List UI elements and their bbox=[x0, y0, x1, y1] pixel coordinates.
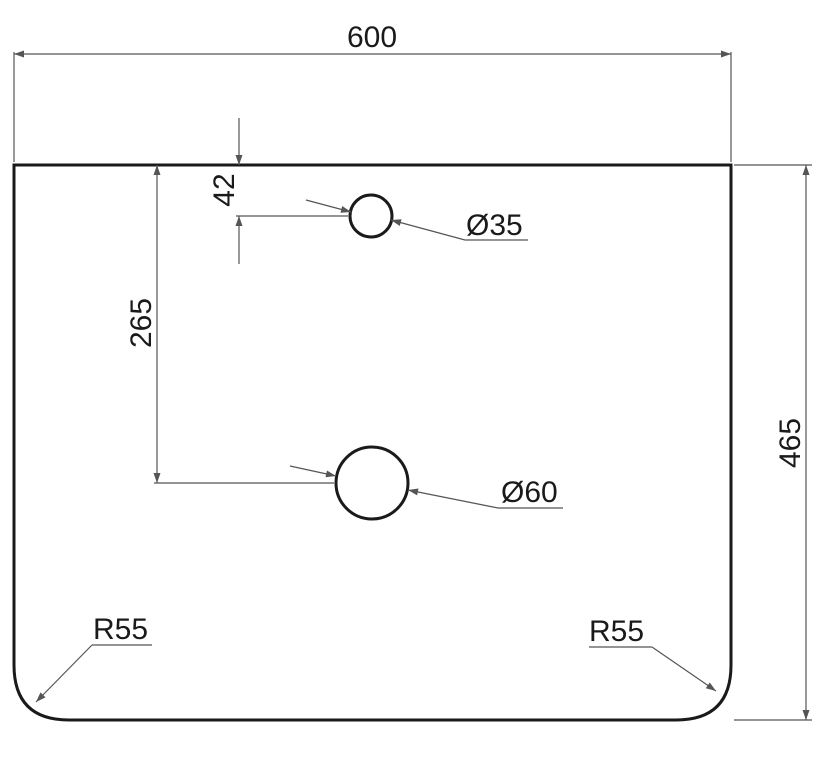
large-hole-diameter-callout: Ø60 bbox=[289, 465, 563, 509]
left-radius-callout: R55 bbox=[35, 613, 152, 703]
offset-small-hole-label: 42 bbox=[208, 173, 241, 206]
offset-large-hole-dimension: 265 bbox=[125, 165, 334, 484]
right-radius-label: R55 bbox=[589, 615, 644, 648]
small-hole-diameter-label: Ø35 bbox=[466, 209, 523, 242]
large-hole-diameter-label: Ø60 bbox=[501, 476, 558, 509]
small-hole bbox=[348, 193, 394, 239]
offset-large-hole-label: 265 bbox=[125, 298, 158, 348]
offset-small-hole-dimension: 42 bbox=[208, 118, 348, 264]
height-label: 465 bbox=[774, 418, 807, 468]
basin-outline bbox=[12, 163, 733, 722]
right-radius-callout: R55 bbox=[589, 615, 717, 692]
width-dimension: 600 bbox=[13, 21, 732, 162]
large-hole bbox=[334, 445, 410, 521]
left-radius-label: R55 bbox=[93, 613, 148, 646]
height-dimension: 465 bbox=[734, 164, 812, 721]
small-hole-diameter-callout: Ø35 bbox=[305, 199, 528, 242]
width-label: 600 bbox=[347, 21, 397, 54]
